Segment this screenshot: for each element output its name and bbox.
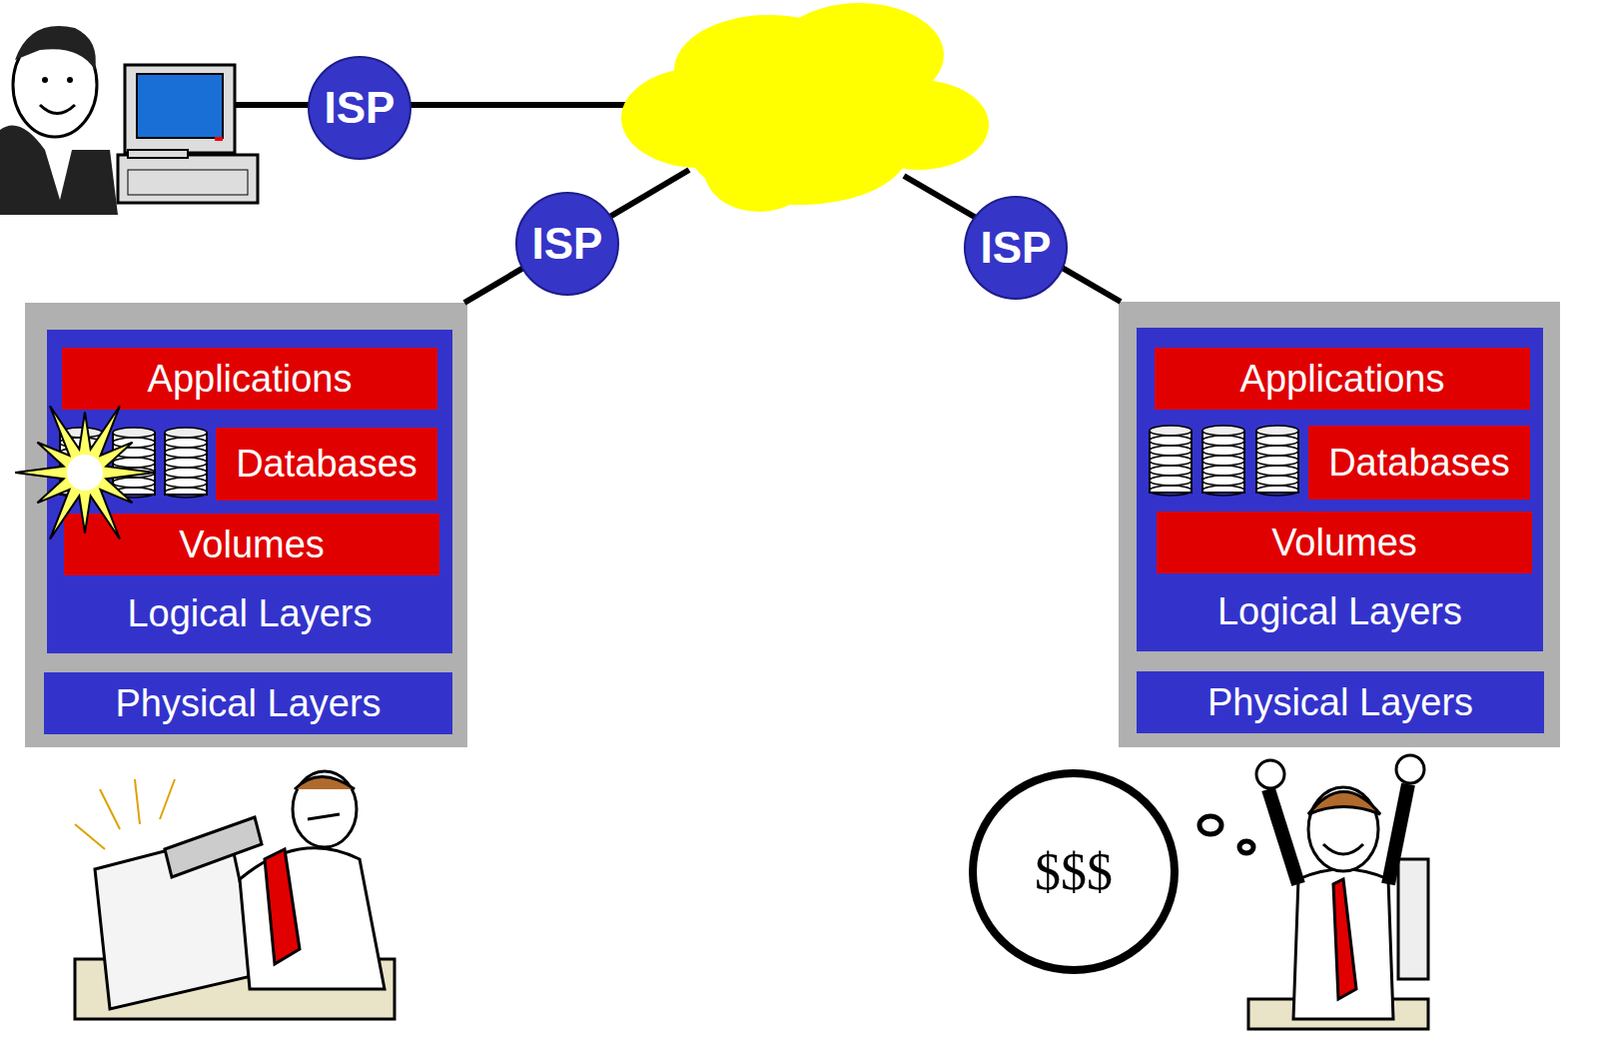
isp-circle: ISP <box>963 195 1068 300</box>
node-label: Logical Layers <box>126 592 372 636</box>
frustrated-admin <box>74 771 395 1019</box>
server-housing <box>24 302 468 748</box>
volumes-box: Volumes <box>1156 511 1533 574</box>
node-label: Volumes <box>1271 521 1418 565</box>
server-housing <box>1118 301 1561 748</box>
happy-admin <box>1248 755 1429 1029</box>
databases-box: Databases <box>1308 425 1531 500</box>
user-figure <box>0 25 118 215</box>
node-label: Volumes <box>178 523 325 567</box>
computer-icon <box>117 64 258 203</box>
physical-layers-box: Physical Layers <box>1136 671 1545 734</box>
node-label: ISP <box>532 218 604 269</box>
databases-box: Databases <box>215 427 438 501</box>
logical-layers-box: Logical Layers ApplicationsDatabasesVolum… <box>1136 327 1544 652</box>
isp-circle: ISP <box>307 55 412 160</box>
isp-circle: ISP <box>515 191 620 296</box>
node-label: Applications <box>1240 357 1446 401</box>
node-label: $$$ <box>1034 841 1113 901</box>
applications-box: Applications <box>61 347 438 410</box>
node-label: Applications <box>147 357 353 401</box>
node-label: Databases <box>1328 441 1511 485</box>
thought-bubble: $$$ <box>968 769 1179 974</box>
thought-dots <box>1199 815 1254 853</box>
node-label: Physical Layers <box>114 682 381 726</box>
node-label: Logical Layers <box>1217 590 1463 634</box>
node-label: Databases <box>235 442 418 486</box>
volumes-box: Volumes <box>63 513 440 576</box>
logical-layers-box: Logical Layers ApplicationsDatabasesVolum… <box>46 329 453 654</box>
node-label: Physical Layers <box>1207 681 1474 725</box>
node-label: ISP <box>324 82 396 133</box>
internet-cloud <box>621 2 989 212</box>
physical-layers-box: Physical Layers <box>43 672 453 735</box>
applications-box: Applications <box>1154 347 1531 410</box>
node-label: ISP <box>980 222 1052 273</box>
